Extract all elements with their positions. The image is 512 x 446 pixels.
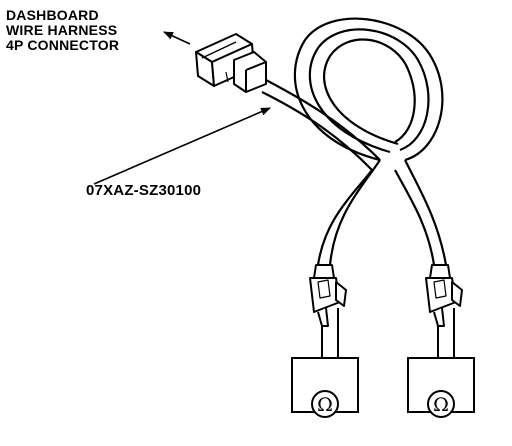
lead-right bbox=[394, 159, 448, 266]
connector-callout: DASHBOARD WIRE HARNESS 4P CONNECTOR bbox=[6, 8, 119, 53]
ohmmeter-right: Ω bbox=[407, 357, 475, 418]
lead-left bbox=[316, 159, 381, 266]
probe-right bbox=[425, 264, 463, 358]
probe-left bbox=[309, 264, 347, 358]
connector-callout-line-2: WIRE HARNESS bbox=[6, 22, 118, 38]
dashboard-connector bbox=[195, 33, 267, 93]
part-number-arrow bbox=[93, 107, 271, 185]
connector-callout-line-3: 4P CONNECTOR bbox=[6, 37, 120, 53]
harness-loop bbox=[293, 17, 444, 162]
connector-arrow bbox=[163, 31, 191, 45]
part-number-label: 07XAZ-SZ30100 bbox=[86, 182, 202, 199]
ohm-symbol-left: Ω bbox=[317, 394, 333, 416]
ohmmeter-left: Ω bbox=[291, 357, 359, 418]
harness-cable bbox=[261, 79, 381, 171]
ohm-symbol-right: Ω bbox=[433, 394, 449, 416]
connector-callout-line-1: DASHBOARD bbox=[6, 7, 99, 23]
